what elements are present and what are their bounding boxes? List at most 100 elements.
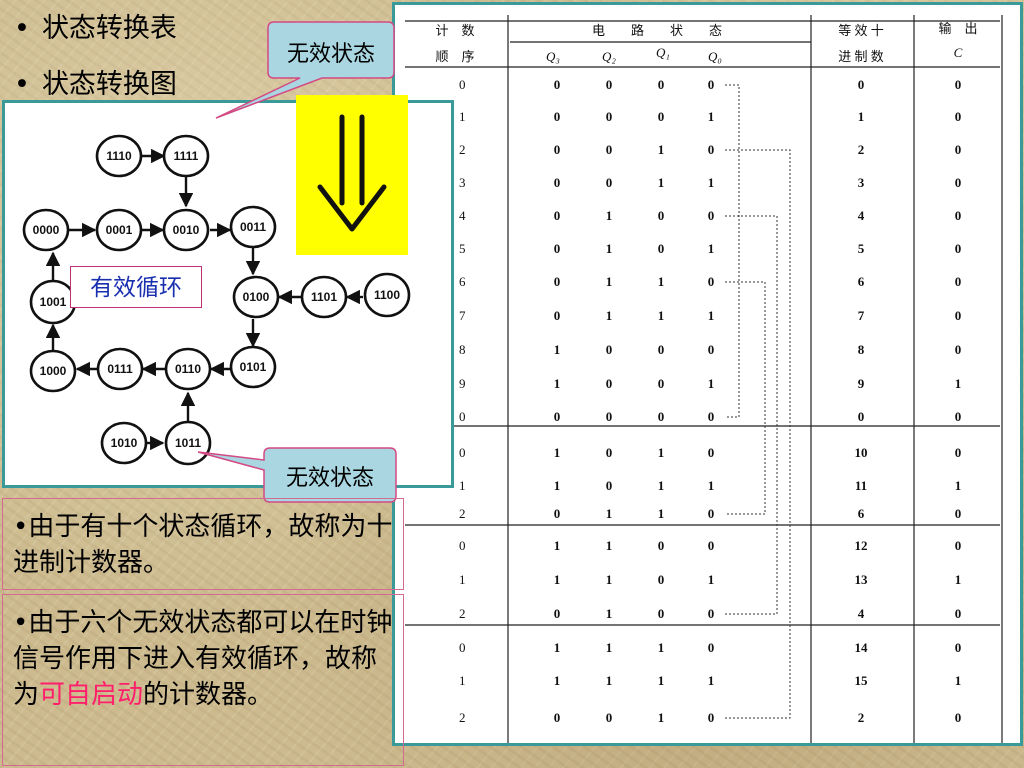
table-cell: 10 xyxy=(855,445,868,460)
table-cell-seq: 5 xyxy=(459,241,466,256)
table-cell: 0 xyxy=(606,710,613,725)
table-cell: 0 xyxy=(658,376,665,391)
table-cell: 1 xyxy=(658,175,665,190)
table-cell-seq: 1 xyxy=(459,478,466,493)
note-highlight: 可自启动 xyxy=(39,680,144,710)
table-cell: 0 xyxy=(554,208,561,223)
state-label: 1011 xyxy=(175,436,201,450)
state-node-1000 xyxy=(29,349,77,393)
table-cell: 0 xyxy=(708,445,715,460)
table-cell: 1 xyxy=(708,175,715,190)
table-cell: 0 xyxy=(658,538,665,553)
table-cell: 0 xyxy=(955,109,962,124)
table-cell: 1 xyxy=(554,376,561,391)
table-cell: 5 xyxy=(858,241,865,256)
state-label: 1100 xyxy=(374,288,400,302)
bullet-state-table: •状态转换表 xyxy=(14,6,177,45)
table-cell-seq: 7 xyxy=(459,308,466,323)
state-node-0100 xyxy=(232,275,280,319)
table-cell: 0 xyxy=(658,241,665,256)
table-cell: 0 xyxy=(955,606,962,621)
bullet-text: 状态转换表 xyxy=(41,13,177,44)
header-q2: Q₂ xyxy=(602,49,616,64)
header-q0: Q₀ xyxy=(708,49,722,64)
table-cell: 1 xyxy=(658,274,665,289)
bullet-state-diagram: •状态转换图 xyxy=(14,62,177,101)
table-cell: 0 xyxy=(708,506,715,521)
state-node-0101 xyxy=(229,345,277,389)
table-cell-seq: 1 xyxy=(459,109,466,124)
table-cell: 0 xyxy=(955,640,962,655)
state-label: 1010 xyxy=(111,436,138,450)
state-node-1010 xyxy=(100,421,148,465)
table-cell: 1 xyxy=(955,478,962,493)
table-cell-seq: 3 xyxy=(459,175,466,190)
state-node-0000 xyxy=(22,208,70,252)
table-cell: 1 xyxy=(606,606,613,621)
table-cell: 1 xyxy=(708,241,715,256)
state-node-1111 xyxy=(162,134,210,178)
table-cell-seq: 1 xyxy=(459,572,466,587)
note-self-starting: •由于六个无效状态都可以在时钟信号作用下进入有效循环，故称为可自启动的计数器。 xyxy=(2,594,404,766)
table-cell: 0 xyxy=(554,409,561,424)
table-cell: 0 xyxy=(554,606,561,621)
state-label: 1001 xyxy=(40,295,67,309)
state-label: 0111 xyxy=(107,362,133,376)
state-node-0110 xyxy=(164,347,212,391)
state-label: 0010 xyxy=(173,223,200,237)
table-cell: 1 xyxy=(658,506,665,521)
table-cell: 0 xyxy=(955,342,962,357)
table-cell: 1 xyxy=(606,274,613,289)
table-cell: 1 xyxy=(955,376,962,391)
table-cell: 0 xyxy=(708,640,715,655)
table-cell: 0 xyxy=(554,241,561,256)
table-cell: 0 xyxy=(955,308,962,323)
table-cell: 0 xyxy=(955,710,962,725)
table-return-arrows xyxy=(725,84,791,719)
table-cell: 0 xyxy=(606,77,613,92)
table-cell: 7 xyxy=(858,308,865,323)
callout-invalid-bottom-text: 无效状态 xyxy=(285,466,374,491)
table-cell: 1 xyxy=(554,342,561,357)
table-cell: 1 xyxy=(658,142,665,157)
table-cell: 1 xyxy=(708,673,715,688)
table-cell: 1 xyxy=(554,673,561,688)
table-cell: 0 xyxy=(658,342,665,357)
header-dec-bottom: 进 制 数 xyxy=(838,49,884,64)
table-cell: 1 xyxy=(858,109,865,124)
table-cell: 0 xyxy=(554,109,561,124)
state-label: 1000 xyxy=(40,364,67,378)
table-cell: 1 xyxy=(554,538,561,553)
table-return-arrow xyxy=(725,215,778,615)
table-cell: 1 xyxy=(658,478,665,493)
table-cell: 4 xyxy=(858,606,865,621)
table-cell: 1 xyxy=(658,445,665,460)
table-svg: 计 数 顺 序 电 路 状 态 Q₃ Q₂ Q₁ Q₀ 等 效 十 进 制 数 … xyxy=(405,15,1003,743)
table-cell: 0 xyxy=(708,142,715,157)
table-cell: 1 xyxy=(708,109,715,124)
table-cell-seq: 0 xyxy=(459,445,466,460)
note-text: •由于有十个状态循环，故称为十进制计数器。 xyxy=(13,512,393,578)
state-node-0010 xyxy=(162,208,210,252)
table-cell-seq: 0 xyxy=(459,538,466,553)
table-cell: 1 xyxy=(606,241,613,256)
table-cell: 0 xyxy=(606,175,613,190)
table-cell: 0 xyxy=(606,445,613,460)
table-cell: 0 xyxy=(955,506,962,521)
state-node-0011 xyxy=(229,205,277,249)
table-cell: 0 xyxy=(554,308,561,323)
header-state: 电 路 状 态 xyxy=(592,23,722,38)
table-cell: 0 xyxy=(858,77,865,92)
header-seq-top: 计 数 xyxy=(435,23,474,38)
table-cell: 0 xyxy=(658,109,665,124)
down-arrow-box xyxy=(296,95,408,255)
table-cell: 13 xyxy=(855,572,869,587)
table-cell: 4 xyxy=(858,208,865,223)
table-cell-seq: 0 xyxy=(459,77,466,92)
table-cell: 1 xyxy=(554,445,561,460)
state-label: 0011 xyxy=(240,220,266,234)
table-cell: 1 xyxy=(554,640,561,655)
table-cell: 2 xyxy=(858,710,865,725)
table-cell-seq: 9 xyxy=(459,376,466,391)
table-cell: 0 xyxy=(658,77,665,92)
